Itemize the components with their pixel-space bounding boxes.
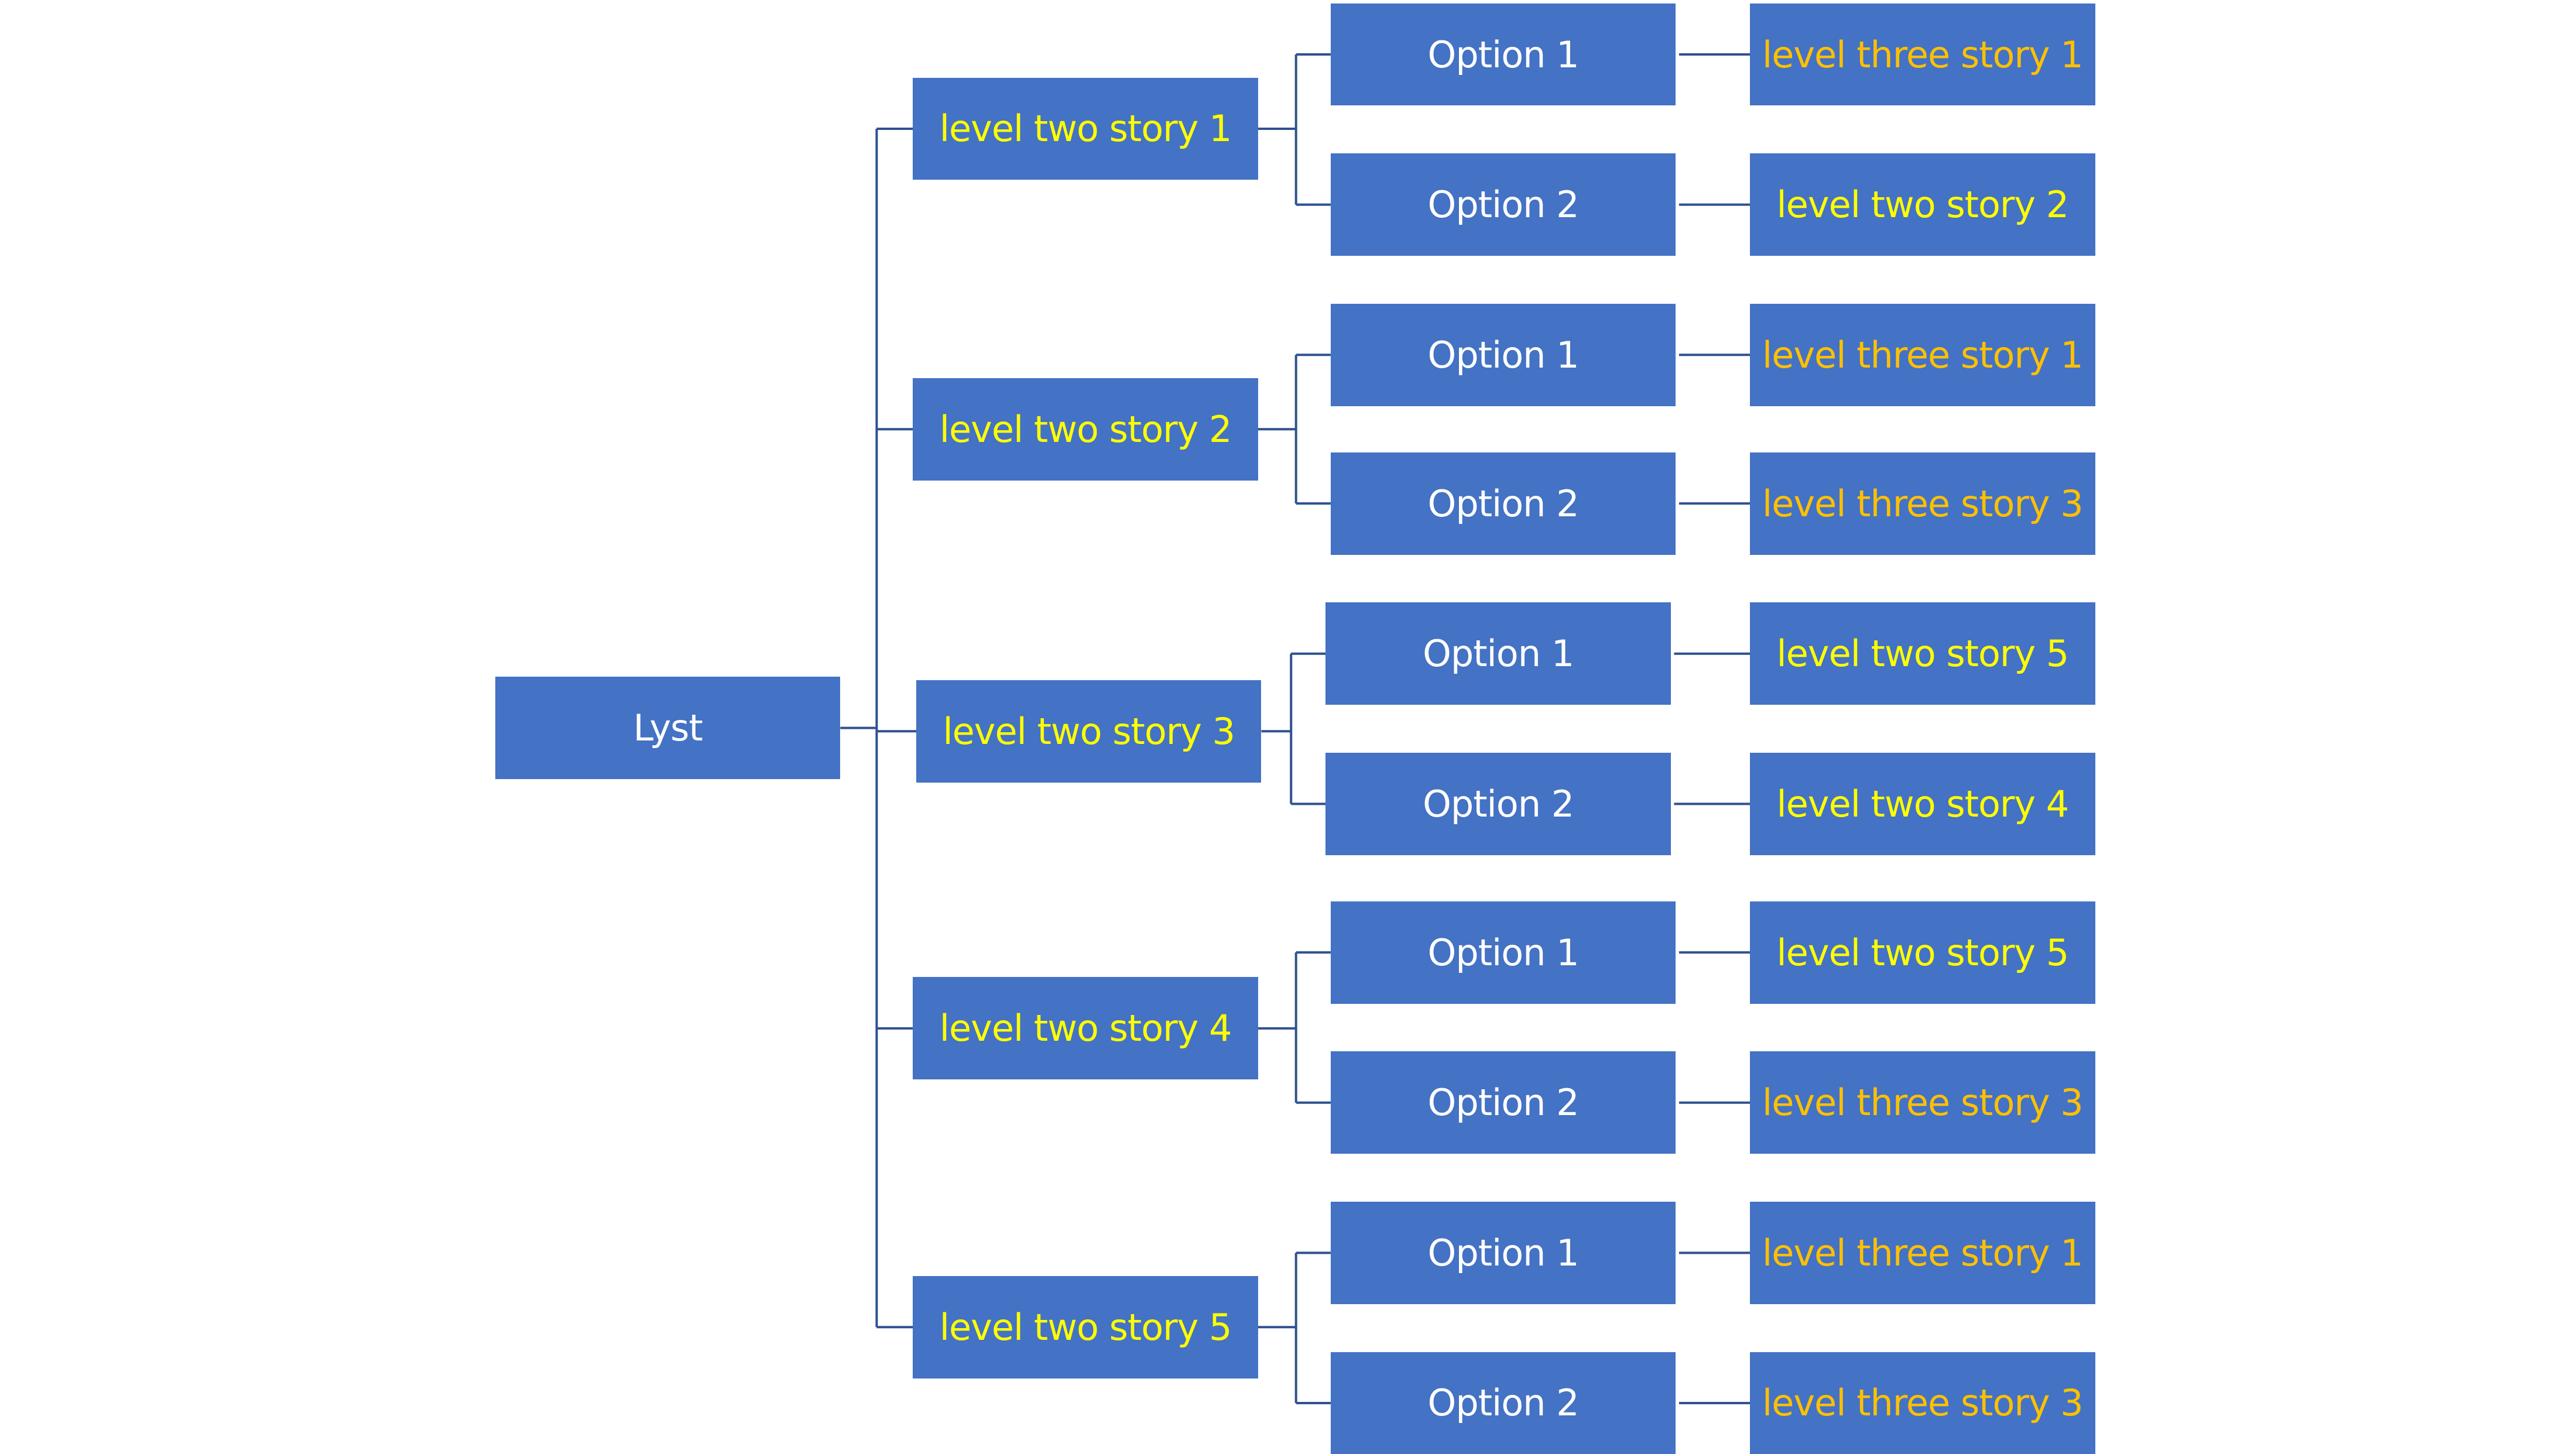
root-node: Lyst <box>495 677 841 780</box>
level-two-node-1: level two story 1 <box>913 77 1258 180</box>
option-node-4-2: Option 2 <box>1330 1051 1676 1154</box>
level-two-node-2: level two story 2 <box>913 378 1258 481</box>
option-node-2-1: Option 1 <box>1330 303 1676 406</box>
option-node-4-1: Option 1 <box>1330 901 1676 1004</box>
outcome-node-3-2: level two story 4 <box>1750 752 2095 855</box>
option-node-2-2: Option 2 <box>1330 452 1676 555</box>
option-node-1-1: Option 1 <box>1330 3 1676 106</box>
outcome-node-4-1: level two story 5 <box>1750 901 2095 1004</box>
outcome-node-1-1: level three story 1 <box>1750 3 2095 106</box>
outcome-node-2-2: level three story 3 <box>1750 452 2095 555</box>
option-node-5-2: Option 2 <box>1330 1352 1676 1454</box>
outcome-node-5-1: level three story 1 <box>1750 1201 2095 1304</box>
outcome-node-4-2: level three story 3 <box>1750 1051 2095 1154</box>
option-node-1-2: Option 2 <box>1330 153 1676 256</box>
level-two-node-3: level two story 3 <box>916 680 1262 783</box>
outcome-node-2-1: level three story 1 <box>1750 303 2095 406</box>
option-node-5-1: Option 1 <box>1330 1201 1676 1304</box>
level-two-node-4: level two story 4 <box>913 977 1258 1080</box>
option-node-3-1: Option 1 <box>1325 602 1671 705</box>
outcome-node-5-2: level three story 3 <box>1750 1352 2095 1454</box>
outcome-node-1-2: level two story 2 <box>1750 153 2095 256</box>
outcome-node-3-1: level two story 5 <box>1750 602 2095 705</box>
option-node-3-2: Option 2 <box>1325 752 1671 855</box>
level-two-node-5: level two story 5 <box>913 1275 1258 1378</box>
